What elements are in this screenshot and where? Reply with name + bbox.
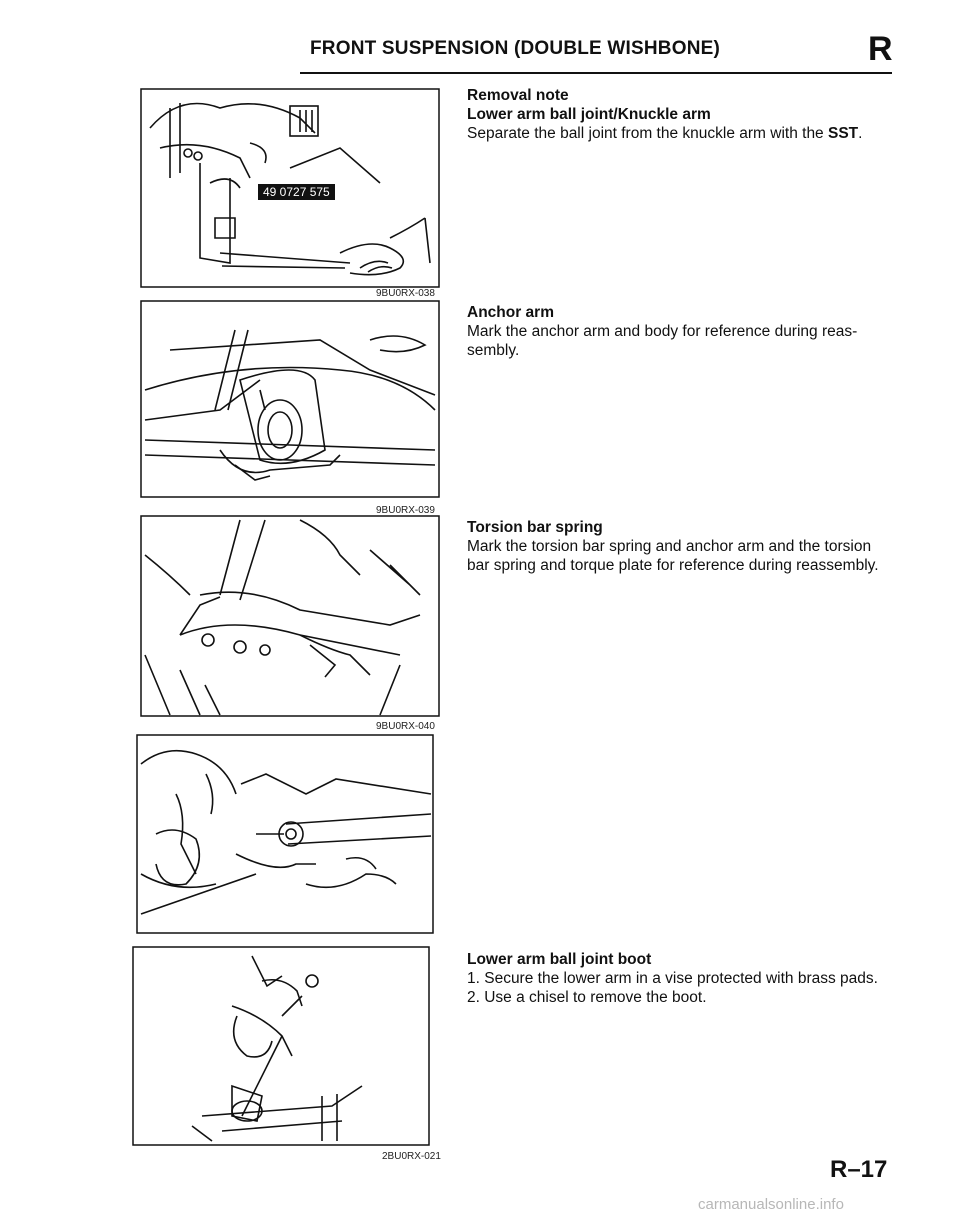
figure-code: 9BU0RX-039 [376, 505, 435, 516]
figure-ball-joint-separation: 49 0727 575 [140, 88, 440, 288]
note-subheading: Lower arm ball joint/Knuckle arm [467, 106, 711, 123]
page-title: FRONT SUSPENSION (DOUBLE WISHBONE) [310, 38, 721, 59]
figure-ball-joint-boot [132, 946, 430, 1146]
note-body-line: Mark the torsion bar spring and anchor a… [467, 538, 872, 555]
header-rule [300, 72, 892, 74]
page-number: R–17 [830, 1156, 888, 1183]
figure-2-illustration [140, 300, 440, 498]
note-body-line: Mark the anchor arm and body for referen… [467, 323, 858, 340]
sst-number-label: 49 0727 575 [258, 184, 335, 200]
note-step: 2. Use a chisel to remove the boot. [467, 989, 707, 1006]
note-body: Separate the ball joint from the knuckle… [467, 125, 863, 142]
note-heading: Torsion bar spring [467, 519, 603, 536]
figure-3-illustration [140, 515, 440, 717]
note-anchor-arm: Anchor arm Mark the anchor arm and body … [467, 303, 907, 360]
figure-torsion-bar-spring [140, 515, 440, 717]
note-heading: Lower arm ball joint boot [467, 951, 652, 968]
note-step: 1. Secure the lower arm in a vise protec… [467, 970, 878, 987]
note-body-line: sembly. [467, 342, 520, 359]
figure-lower-arm [136, 734, 434, 934]
figure-code: 9BU0RX-040 [376, 721, 435, 732]
note-ball-joint-boot: Lower arm ball joint boot 1. Secure the … [467, 950, 907, 1007]
figure-code: 9BU0RX-038 [376, 288, 435, 299]
figure-5-illustration [132, 946, 430, 1146]
note-torsion-bar: Torsion bar spring Mark the torsion bar … [467, 518, 907, 575]
section-letter: R [868, 30, 893, 68]
note-heading: Removal note [467, 87, 569, 104]
note-heading: Anchor arm [467, 304, 554, 321]
watermark-site: carmanualsonline.info [698, 1196, 844, 1213]
note-body-line: bar spring and torque plate for referenc… [467, 557, 879, 574]
note-removal: Removal note Lower arm ball joint/Knuckl… [467, 86, 907, 143]
figure-code: 2BU0RX-021 [382, 1151, 441, 1162]
figure-4-illustration [136, 734, 434, 934]
figure-1-illustration [140, 88, 440, 288]
figure-anchor-arm [140, 300, 440, 498]
sst-term: SST [828, 125, 859, 142]
